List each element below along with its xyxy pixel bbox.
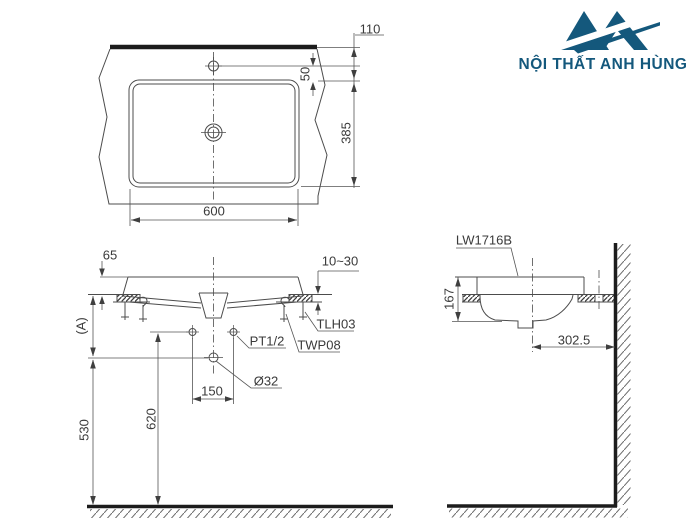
front-floor-hatch — [90, 509, 391, 518]
side-counter-section-wall — [602, 294, 616, 303]
brand-name-text: NỘI THẤT ANH HÙNG — [518, 56, 688, 73]
side-wall-hatch — [617, 244, 631, 505]
plan-dim-385-label: 385 — [338, 122, 354, 144]
side-dim-302-5-label: 302.5 — [557, 332, 591, 348]
plan-dim-50-label: 50 — [297, 66, 313, 82]
front-dim-65-label: 65 — [102, 247, 118, 263]
front-dim-a-label: (A) — [73, 317, 89, 335]
plan-dim-110-label: 110 — [359, 21, 381, 37]
side-bowl-profile — [479, 294, 574, 329]
side-view-drawing — [447, 243, 631, 518]
front-dim-10-30-label: 10~30 — [321, 253, 359, 269]
front-label-drain-diameter: Ø32 — [253, 373, 279, 389]
side-model-label: LW1716B — [455, 232, 513, 248]
front-dim-150-label: 150 — [201, 383, 223, 399]
front-counter-section-left — [116, 294, 141, 303]
plan-basin-rim-outer — [128, 79, 300, 188]
plan-view-drawing — [98, 33, 384, 226]
front-mounting-hardware-left — [121, 296, 148, 322]
plan-dim-600-label: 600 — [203, 203, 225, 219]
front-view-drawing — [87, 257, 393, 518]
front-dim-530-label: 530 — [76, 419, 92, 441]
front-label-tlh03: TLH03 — [316, 316, 356, 332]
front-label-pt12: PT1/2 — [249, 333, 285, 349]
front-dim-620-label: 620 — [143, 408, 159, 430]
front-label-twp08: TWP08 — [297, 337, 341, 353]
plan-basin-rim-inner — [132, 83, 296, 184]
brand-logo-mark — [552, 11, 660, 54]
side-dim-167-label: 167 — [441, 288, 457, 310]
plan-counter-outline — [98, 48, 328, 205]
front-mounting-hardware-right — [280, 296, 307, 322]
front-counter-section-right — [288, 294, 313, 303]
side-counter-section-left — [462, 294, 481, 303]
side-counter-section-right — [577, 294, 596, 303]
side-floor-hatch — [449, 508, 628, 518]
